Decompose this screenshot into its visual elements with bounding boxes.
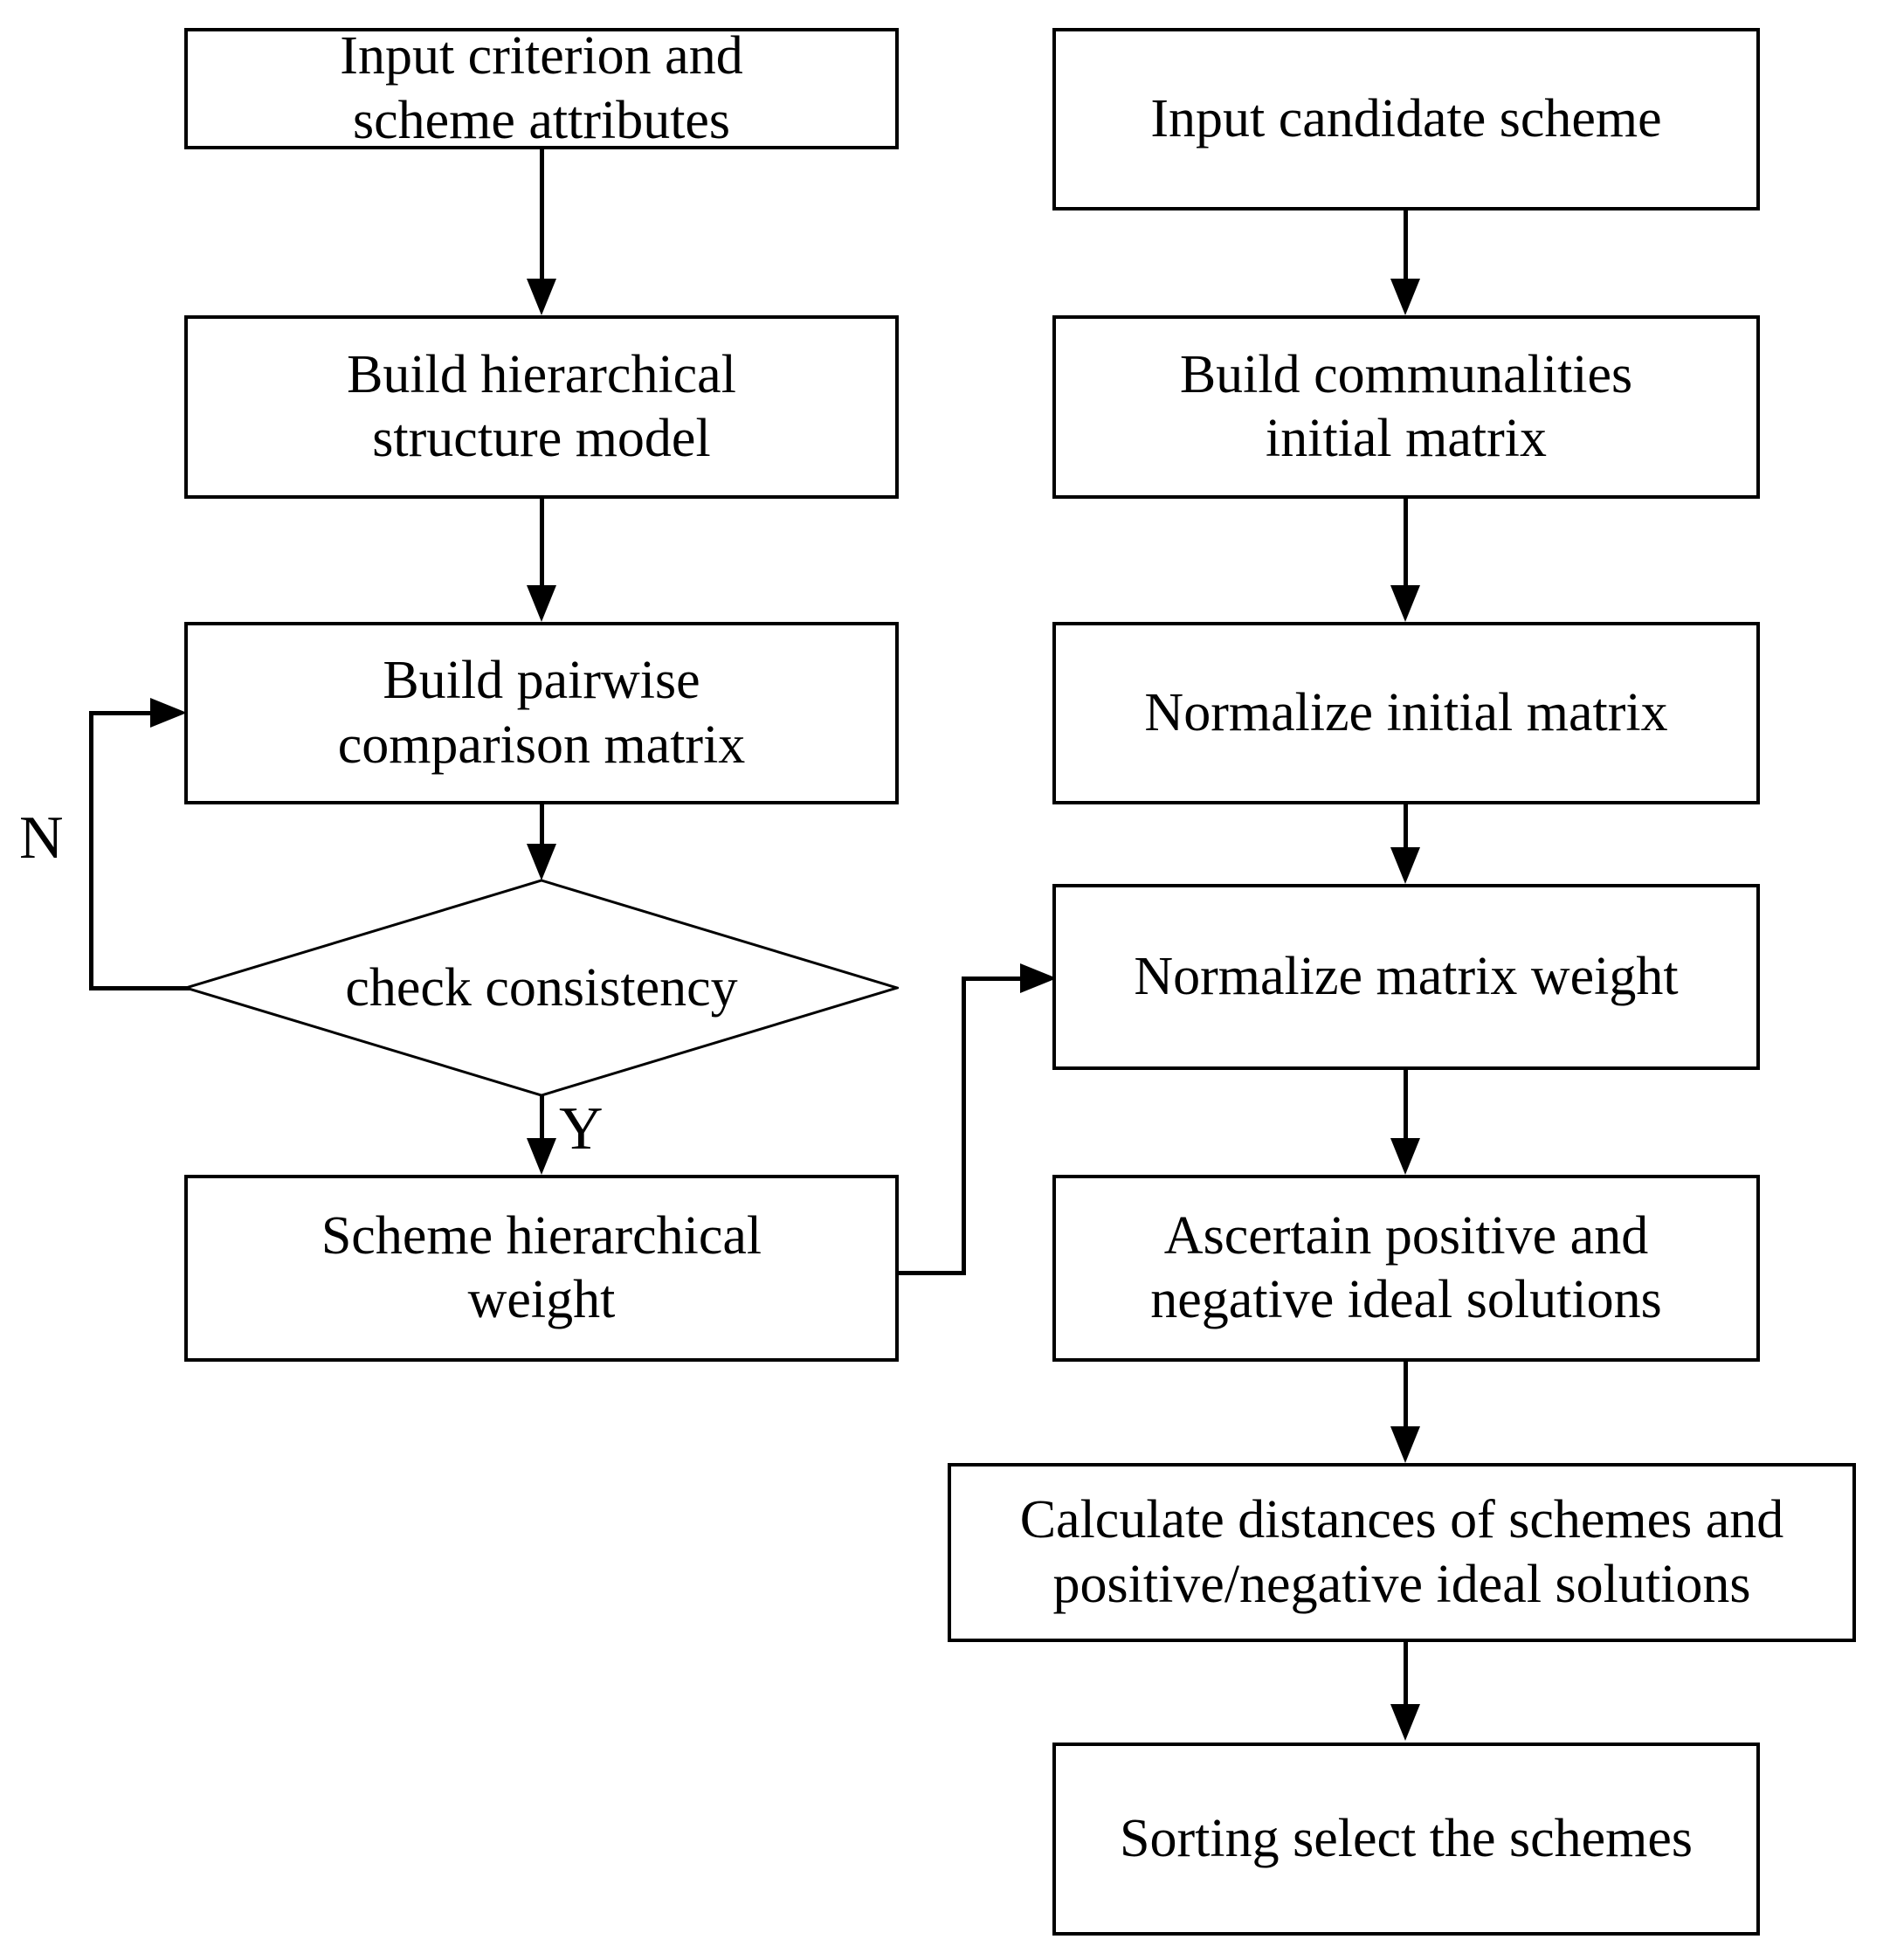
node-build-hierarchical-structure-model[interactable]: Build hierarchical structure model <box>184 315 899 499</box>
connector-input-candidate-to-build-communalities <box>1404 210 1408 280</box>
node-normalize-matrix-weight[interactable]: Normalize matrix weight <box>1052 884 1760 1070</box>
node-label: Build hierarchical structure model <box>347 344 736 468</box>
connector-build-hierarchy-to-build-pairwise <box>540 499 544 587</box>
arrowhead-down-to-build-hierarchy <box>527 279 556 315</box>
node-input-criterion-and-scheme-attributes[interactable]: Input criterion and scheme attributes <box>184 26 899 150</box>
connector-scheme-weight-to-normalize-weight-vertical <box>962 977 966 1273</box>
arrowhead-down-to-ascertain <box>1390 1138 1420 1175</box>
node-label: Build pairwise comparison matrix <box>337 651 746 775</box>
node-label: Build communalities initial matrix <box>1179 344 1633 468</box>
node-calculate-distances-of-schemes[interactable]: Calculate distances of schemes and posit… <box>948 1463 1856 1642</box>
arrowhead-down-to-build-pairwise <box>527 585 556 622</box>
node-ascertain-positive-and-negative-ideal-solutions[interactable]: Ascertain positive and negative ideal so… <box>1052 1175 1760 1362</box>
connector-no-branch-horizontal-top <box>89 711 157 715</box>
node-build-pairwise-comparison-matrix[interactable]: Build pairwise comparison matrix <box>184 622 899 804</box>
node-build-communalities-initial-matrix[interactable]: Build communalities initial matrix <box>1052 315 1760 499</box>
decision-check-consistency[interactable]: check consistency <box>184 879 899 1097</box>
arrowhead-down-to-build-communalities <box>1390 279 1420 315</box>
connector-normalize-weight-to-ascertain <box>1404 1070 1408 1140</box>
connector-yes-branch-to-scheme-weight <box>540 1094 544 1142</box>
connector-input-criterion-to-build-hierarchy <box>540 149 544 280</box>
connector-normalize-initial-to-normalize-weight <box>1404 804 1408 851</box>
arrowhead-right-to-normalize-weight <box>1020 963 1057 993</box>
node-input-candidate-scheme[interactable]: Input candidate scheme <box>1052 28 1760 210</box>
node-label: Ascertain positive and negative ideal so… <box>1150 1205 1662 1329</box>
decision-label: check consistency <box>345 957 738 1018</box>
connector-ascertain-to-calculate-distances <box>1404 1362 1408 1430</box>
connector-scheme-weight-to-normalize-weight-horizontal-low <box>898 1271 966 1275</box>
node-sorting-select-the-schemes[interactable]: Sorting select the schemes <box>1052 1743 1760 1936</box>
arrowhead-down-to-calculate-distances <box>1390 1426 1420 1463</box>
node-label: Sorting select the schemes <box>1120 1808 1693 1868</box>
node-label: Input criterion and scheme attributes <box>340 26 743 150</box>
connector-build-pairwise-to-check-consistency <box>540 804 544 848</box>
node-label: Normalize initial matrix <box>1144 682 1668 742</box>
connector-no-branch-vertical <box>89 711 93 990</box>
branch-label-no: N <box>19 804 64 872</box>
node-label: Input candidate scheme <box>1150 88 1662 148</box>
connector-no-branch-horizontal-bottom <box>89 986 194 990</box>
branch-label-yes: Y <box>559 1095 604 1163</box>
node-scheme-hierarchical-weight[interactable]: Scheme hierarchical weight <box>184 1175 899 1362</box>
node-normalize-initial-matrix[interactable]: Normalize initial matrix <box>1052 622 1760 804</box>
arrowhead-down-to-sorting <box>1390 1704 1420 1741</box>
arrowhead-down-to-normalize-weight <box>1390 847 1420 884</box>
connector-calculate-distances-to-sorting <box>1404 1642 1408 1708</box>
connector-scheme-weight-to-normalize-weight-horizontal-high <box>962 977 1030 981</box>
node-label: Normalize matrix weight <box>1134 946 1679 1006</box>
node-label: Calculate distances of schemes and posit… <box>1019 1490 1784 1614</box>
connector-build-communalities-to-normalize-initial <box>1404 499 1408 587</box>
arrowhead-right-to-build-pairwise <box>150 698 187 728</box>
node-label: Scheme hierarchical weight <box>321 1205 762 1329</box>
arrowhead-down-to-normalize-initial <box>1390 585 1420 622</box>
diamond-shape <box>184 879 899 1097</box>
arrowhead-down-to-check-consistency <box>527 844 556 880</box>
arrowhead-down-to-scheme-weight <box>527 1138 556 1175</box>
